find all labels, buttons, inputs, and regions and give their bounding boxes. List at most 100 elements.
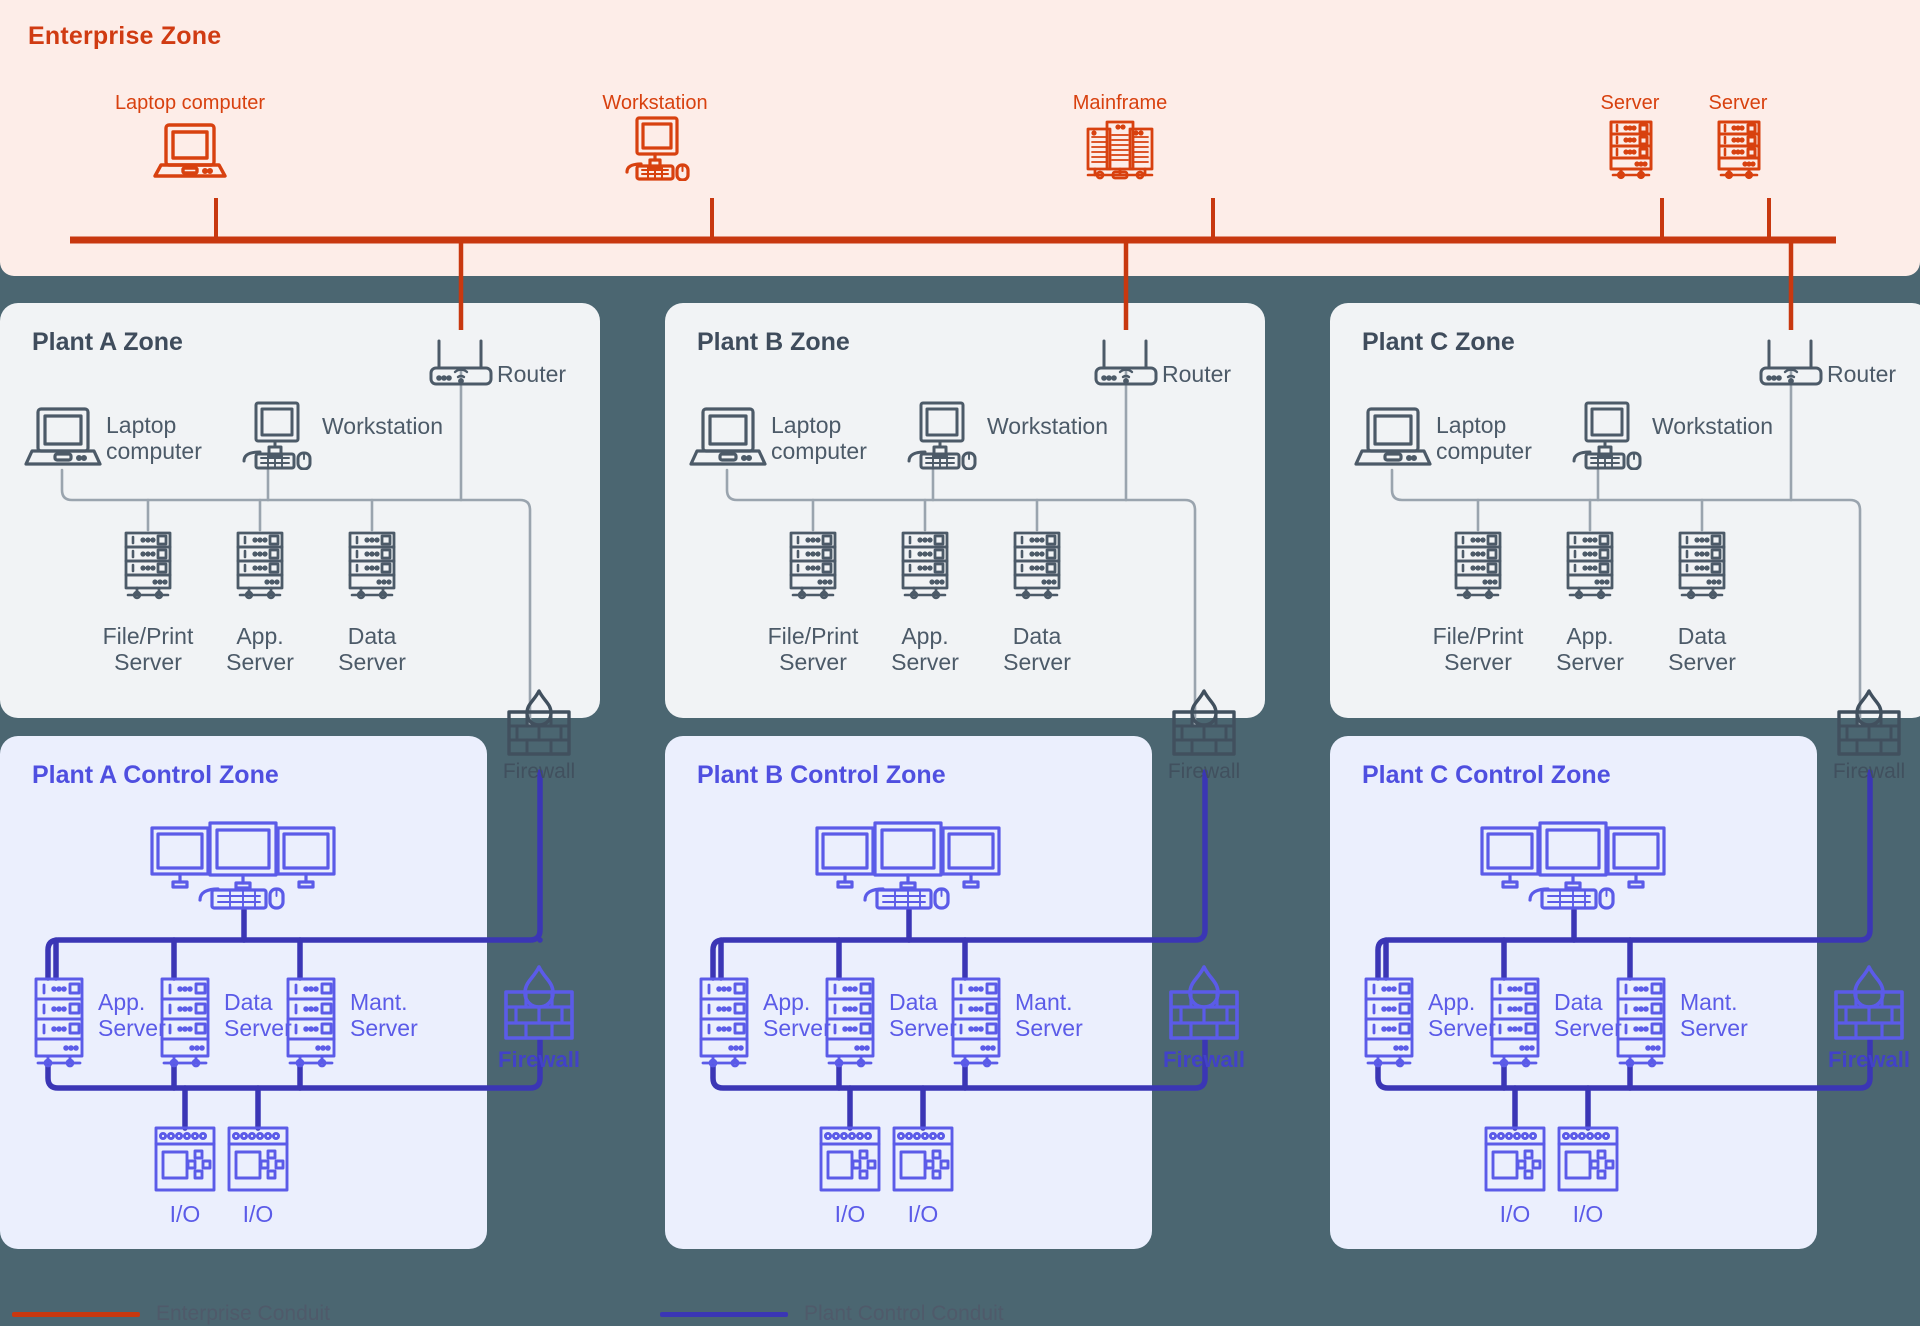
plant-c-router-label: Router [1827, 361, 1897, 387]
control-a-io-1[interactable] [150, 1125, 220, 1200]
plant-a-laptop[interactable] [22, 404, 104, 475]
plant-zone-title: Plant B Zone [697, 328, 850, 356]
server-icon [28, 976, 90, 1075]
router-icon [1090, 338, 1162, 395]
control-a-server-app[interactable] [28, 976, 90, 1075]
control-a-hmi[interactable] [148, 820, 338, 917]
control-c-firewall[interactable] [1827, 964, 1911, 1051]
plant-c-router[interactable] [1755, 338, 1827, 395]
triple-monitor-icon [813, 820, 1003, 917]
workstation-icon [232, 400, 316, 475]
plant-c-workstation[interactable] [1562, 400, 1646, 475]
control-a-server-mant[interactable] [280, 976, 342, 1075]
enterprise-node-workstation[interactable]: Workstation [565, 92, 745, 181]
plant-c-firewall-upper[interactable] [1830, 688, 1908, 765]
legend-label-enterprise: Enterprise Conduit [156, 1302, 330, 1325]
plant-c-server-label: Data Server [1668, 623, 1736, 675]
plant-a-server-fileprint[interactable] [117, 530, 179, 607]
plant-b-laptop[interactable] [687, 404, 769, 475]
plant-a-server-label: App. Server [226, 623, 294, 675]
control-c-server-mant[interactable] [1610, 976, 1672, 1075]
plant-b-firewall-upper[interactable] [1165, 688, 1243, 765]
plant-b-server-fileprint[interactable] [782, 530, 844, 607]
enterprise-node-laptop[interactable]: Laptop computer [100, 92, 280, 181]
plant-a-router[interactable] [425, 338, 497, 395]
enterprise-node-label: Workstation [602, 92, 708, 114]
control-a-server-data[interactable] [154, 976, 216, 1075]
control-a-firewall[interactable] [497, 964, 581, 1051]
enterprise-node-mainframe[interactable]: Mainframe [1030, 92, 1210, 181]
control-b-server-mant[interactable] [945, 976, 1007, 1075]
legend-item-enterprise: Enterprise Conduit [12, 1302, 330, 1326]
plant-b-server-data[interactable] [1006, 530, 1068, 607]
enterprise-node-server-1[interactable]: Server [1570, 92, 1690, 181]
laptop-icon [100, 119, 280, 181]
firewall-icon [1827, 964, 1911, 1051]
plant-c-server-fileprint[interactable] [1447, 530, 1509, 607]
control-c-hmi[interactable] [1478, 820, 1668, 917]
legend-label-control: Plant Control Conduit [804, 1302, 1004, 1325]
control-b-io-1[interactable] [815, 1125, 885, 1200]
control-b-firewall[interactable] [1162, 964, 1246, 1051]
plant-a-server-data[interactable] [341, 530, 403, 607]
plant-b-server-label: App. Server [891, 623, 959, 675]
control-c-io-1[interactable] [1480, 1125, 1550, 1200]
plant-c-laptop-label: Laptop computer [1436, 412, 1532, 464]
control-b-hmi[interactable] [813, 820, 1003, 917]
plant-a-server-label: File/Print Server [102, 623, 194, 675]
plant-b-firewall-upper-label: Firewall [1167, 760, 1241, 783]
plant-a-server-app[interactable] [229, 530, 291, 607]
server-icon [1671, 530, 1733, 607]
plant-b-server-label: File/Print Server [767, 623, 859, 675]
control-a-server-label: App. Server [98, 989, 166, 1041]
control-c-server-app[interactable] [1358, 976, 1420, 1075]
plant-b-workstation[interactable] [897, 400, 981, 475]
plant-c-laptop[interactable] [1352, 404, 1434, 475]
plant-c-server-app[interactable] [1559, 530, 1621, 607]
control-b-server-app[interactable] [693, 976, 755, 1075]
io-module-icon [223, 1125, 293, 1200]
workstation-icon [565, 116, 745, 181]
laptop-icon [1352, 404, 1434, 475]
control-b-io-2[interactable] [888, 1125, 958, 1200]
mainframe-icon [1030, 119, 1210, 181]
control-b-io-label: I/O [907, 1201, 939, 1227]
firewall-icon [500, 688, 578, 765]
plant-c-server-data[interactable] [1671, 530, 1733, 607]
plant-zone-title: Plant C Zone [1362, 328, 1515, 356]
legend: Enterprise Conduit Plant Control Conduit [0, 1282, 1920, 1326]
legend-swatch-enterprise [12, 1311, 140, 1317]
router-icon [1755, 338, 1827, 395]
plant-c-workstation-label: Workstation [1652, 413, 1774, 439]
control-a-server-label: Mant. Server [350, 989, 418, 1041]
plant-b-server-app[interactable] [894, 530, 956, 607]
enterprise-zone-panel: Enterprise Zone Laptop computer Workstat… [0, 0, 1920, 276]
control-c-server-label: App. Server [1428, 989, 1496, 1041]
io-module-icon [150, 1125, 220, 1200]
server-icon [1006, 530, 1068, 607]
server-icon [117, 530, 179, 607]
plant-b-router[interactable] [1090, 338, 1162, 395]
control-b-server-data[interactable] [819, 976, 881, 1075]
plant-a-server-label: Data Server [338, 623, 406, 675]
server-icon [1570, 119, 1690, 181]
server-icon [280, 976, 342, 1075]
enterprise-node-label: Server [1600, 92, 1660, 114]
server-icon [1358, 976, 1420, 1075]
enterprise-node-label: Laptop computer [114, 92, 266, 114]
server-icon [1484, 976, 1546, 1075]
plant-a-laptop-label: Laptop computer [106, 412, 202, 464]
laptop-icon [22, 404, 104, 475]
plant-a-workstation[interactable] [232, 400, 316, 475]
plant-c-server-label: File/Print Server [1432, 623, 1524, 675]
control-c-server-data[interactable] [1484, 976, 1546, 1075]
workstation-icon [1562, 400, 1646, 475]
server-icon [341, 530, 403, 607]
control-c-io-label: I/O [1572, 1201, 1604, 1227]
control-a-io-2[interactable] [223, 1125, 293, 1200]
control-c-io-2[interactable] [1553, 1125, 1623, 1200]
server-icon [894, 530, 956, 607]
enterprise-node-server-2[interactable]: Server [1678, 92, 1798, 181]
firewall-icon [497, 964, 581, 1051]
plant-a-firewall-upper[interactable] [500, 688, 578, 765]
